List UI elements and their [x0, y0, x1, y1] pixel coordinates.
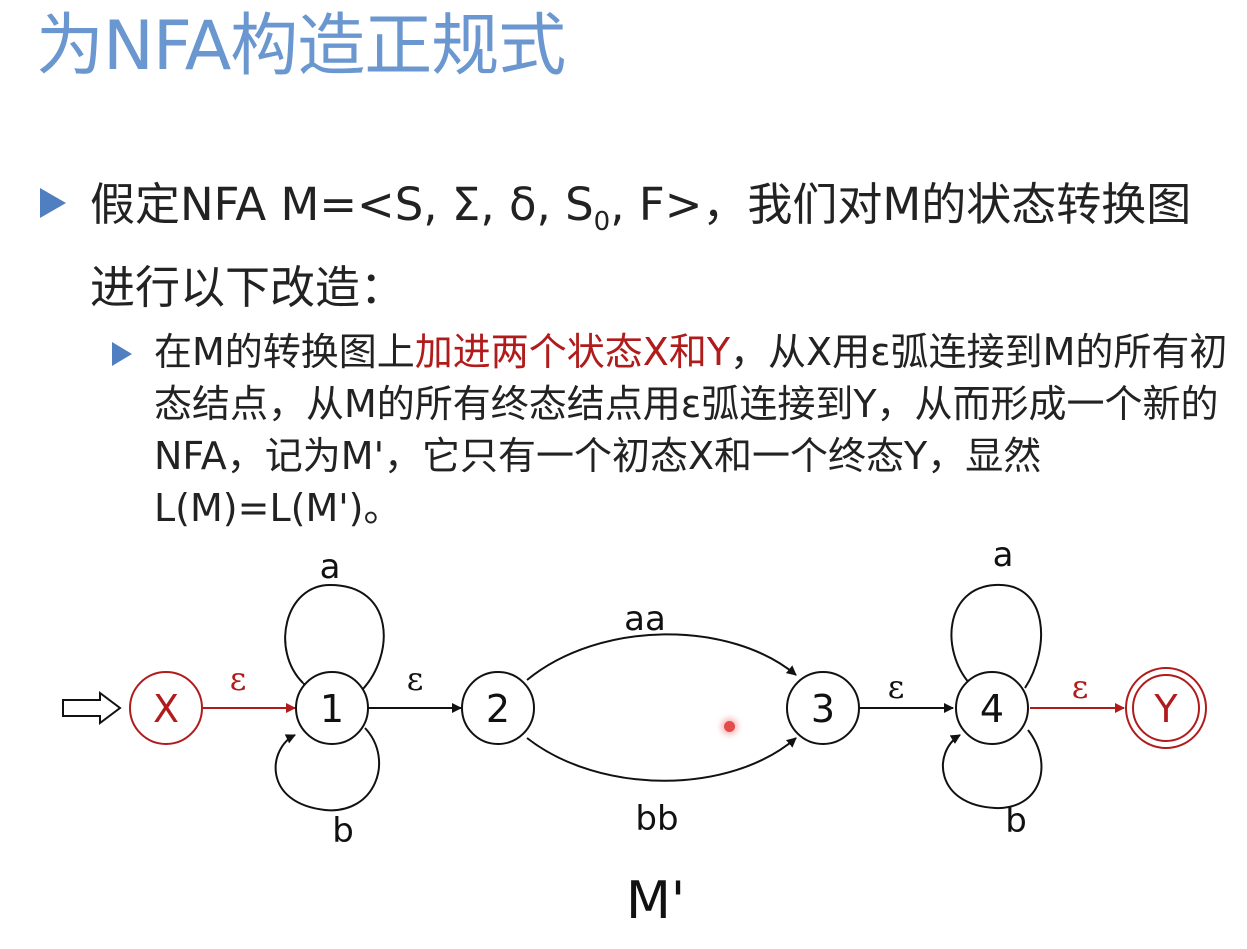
transition-X-1-label: ε	[230, 660, 247, 698]
state-1: 1	[295, 671, 369, 745]
transition-2-3-bb-label: bb	[635, 799, 678, 839]
bullet-main-text-part2: , F>，我们对M的状态转换图进行以下改造：	[90, 178, 1192, 314]
state-X-label: X	[153, 687, 179, 731]
slide-title: 为NFA构造正规式	[36, 7, 566, 86]
transition-4-Y-label: ε	[1072, 668, 1089, 706]
state-3-label: 3	[811, 687, 835, 731]
state-3: 3	[786, 671, 860, 745]
state-Y: Y	[1125, 667, 1207, 749]
bullet-triangle-icon	[112, 342, 132, 366]
transition-1-1-b	[274, 727, 381, 812]
state-2-label: 2	[486, 687, 510, 731]
start-arrow-icon	[62, 691, 122, 725]
bullet-sub-highlight: 加进两个状态X和Y	[414, 330, 731, 374]
transition-1-2-label: ε	[407, 660, 424, 698]
transition-1-1-a-label: a	[320, 547, 341, 587]
state-2: 2	[461, 671, 535, 745]
transition-2-3-aa	[526, 633, 797, 681]
transition-2-3-bb	[526, 737, 797, 782]
bullet-main-text-part1: 假定NFA M=<S, Σ, δ, S	[90, 178, 594, 231]
transition-1-1-b-label: b	[332, 811, 354, 851]
transition-1-1-a	[284, 583, 385, 693]
state-X: X	[129, 671, 203, 745]
transition-2-3-aa-label: aa	[624, 599, 666, 639]
bullet-main-subscript: 0	[593, 207, 611, 237]
bullet-triangle-icon	[40, 188, 66, 218]
bullet-sub-text-pre: 在M的转换图上	[154, 330, 415, 374]
transition-4-4-b	[941, 729, 1043, 810]
bullet-sub-text: 在M的转换图上加进两个状态X和Y，从X用ε弧连接到M的所有初态结点，从M的所有终…	[154, 326, 1234, 534]
transition-4-4-a	[950, 583, 1043, 695]
state-4: 4	[955, 671, 1029, 745]
laser-pointer-dot	[724, 721, 735, 732]
diagram-caption: M'	[626, 871, 686, 931]
transition-4-4-a-label: a	[993, 535, 1014, 575]
state-4-label: 4	[980, 687, 1004, 731]
state-1-label: 1	[320, 687, 344, 731]
transition-3-4-label: ε	[888, 668, 905, 706]
state-Y-label: Y	[1153, 687, 1178, 731]
transition-4-4-b-label: b	[1005, 801, 1027, 841]
bullet-sub-text-post: ，从X用ε弧连接到M的所有初态结点，从M的所有终态结点用ε弧连接到Y，从而形成一…	[154, 330, 1228, 530]
bullet-main-text: 假定NFA M=<S, Σ, δ, S0, F>，我们对M的状态转换图进行以下改…	[90, 172, 1220, 321]
